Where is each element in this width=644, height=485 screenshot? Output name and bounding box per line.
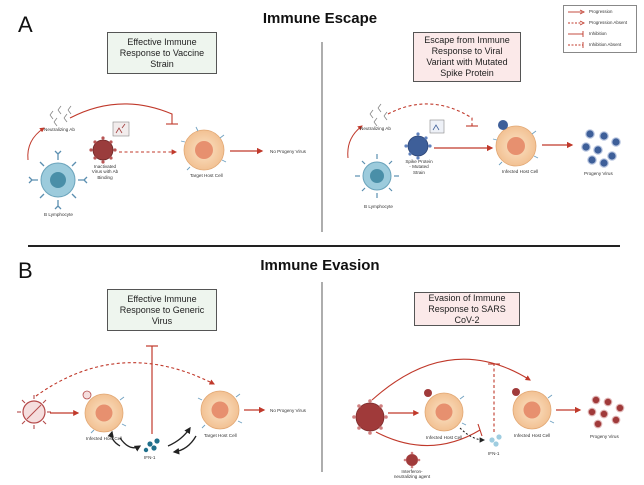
target-host-cell-icon: [180, 126, 227, 171]
inhibition-ab-to-cell: [69, 103, 173, 124]
arrow-cell-to-ifn: [119, 437, 142, 452]
label-progeny-virus: Progeny Virus: [584, 171, 613, 176]
arrow-bcell-to-ab: [27, 127, 45, 161]
ifn-1-icon: [143, 438, 160, 453]
label-ifn-1-right: IFN-1: [488, 451, 500, 456]
target-host-cell-icon-b: [197, 390, 243, 430]
interferon-agent-icon: [403, 451, 421, 469]
infected-host-cell-icon-b: [82, 390, 127, 434]
panel-letter-b: B: [18, 258, 33, 283]
box-viral-variant: Escape from Immune Response to Viral Var…: [413, 32, 521, 82]
legend-item-progression: Progression: [567, 8, 637, 16]
label-target-host-cell-b: Target Host Cell: [204, 433, 237, 438]
label-inactivated-virus: Inactivated Virus with Ab Binding: [91, 164, 119, 180]
progeny-virus-icon-b: [587, 395, 625, 429]
arrow-sars-to-second-cell: [371, 358, 531, 401]
legend-item-inhibition: Inhibition: [568, 31, 607, 37]
infected-host-cell-icon-b1: [424, 389, 467, 432]
box-sars-cov-2: Evasion of Immune Response to SARS CoV-2: [414, 292, 520, 326]
label-spike-protein: Spike Protein - Mutated Strain: [405, 159, 433, 175]
inhibition-sars-to-ifn: [375, 429, 481, 447]
legend-item-inhibition-absent: Inhibition Absent: [568, 42, 622, 48]
box-vaccine-strain: Effective Immune Response to Vaccine Str…: [107, 32, 217, 74]
legend-item-progression-absent: Progression Absent: [567, 19, 637, 27]
panel-a-title: Immune Escape: [262, 10, 378, 27]
label-interferon-agent: Interferon-neutralizing agent: [393, 469, 431, 480]
arrow-absent-virus-to-target-cell: [35, 362, 215, 397]
label-neutralizing-ab-right: Neutralizing Ab: [360, 126, 391, 131]
neutralizing-ab-icon-right: [369, 103, 388, 127]
progeny-virus-icon: [581, 129, 621, 168]
arrow-target-cell-to-ifn: [172, 435, 197, 455]
b-lymphocyte-icon: [28, 150, 88, 210]
label-neutralizing-ab: Neutralizing Ab: [44, 127, 75, 132]
panel-b-title: Immune Evasion: [260, 257, 380, 274]
arrow-bcell-to-ab-right: [347, 125, 363, 159]
infected-host-cell-icon: [492, 120, 539, 167]
label-target-host-cell: Target Host Cell: [190, 173, 223, 178]
label-b-lymphocyte: B Lymphocyte: [44, 212, 73, 217]
b-lymphocyte-icon-right: [355, 154, 399, 198]
ifn-1-icon-right: [489, 434, 502, 447]
infected-host-cell-icon-b2: [512, 388, 555, 430]
arrow-ifn-to-cell: [107, 430, 121, 447]
label-infected-host-cell-b: Infected Host Cell: [86, 436, 123, 441]
neutralizing-ab-icon: [49, 105, 72, 127]
spike-protein-virus-icon: [404, 132, 432, 160]
arrow-absent-cell-to-ifn: [459, 427, 486, 443]
generic-virus-icon: [17, 395, 51, 429]
label-no-progeny-virus-b: No Progeny Virus: [270, 408, 306, 413]
legend: Progression Progression Absent Inhibitio…: [563, 5, 637, 53]
label-no-progeny-virus: No Progeny Virus: [270, 149, 306, 154]
label-infected-host-cell: Infected Host Cell: [502, 169, 539, 174]
inactivated-virus-icon: [89, 136, 117, 164]
arrow-ifn-to-target-cell: [167, 426, 191, 447]
label-infected-host-cell-b1: Infected Host Cell: [426, 435, 463, 440]
box-generic-virus: Effective Immune Response to Generic Vir…: [107, 289, 217, 331]
label-b-lymphocyte-right: B Lymphocyte: [364, 204, 393, 209]
panel-letter-a: A: [18, 12, 33, 37]
virus-ab-binding-inset-icon: [112, 121, 130, 137]
label-ifn-1: IFN-1: [144, 455, 156, 460]
label-progeny-virus-b: Progeny Virus: [590, 434, 619, 439]
label-infected-host-cell-b2: Infected Host Cell: [514, 433, 551, 438]
spike-inset-icon: [429, 119, 445, 134]
sars-cov-2-virus-icon: [352, 399, 388, 435]
